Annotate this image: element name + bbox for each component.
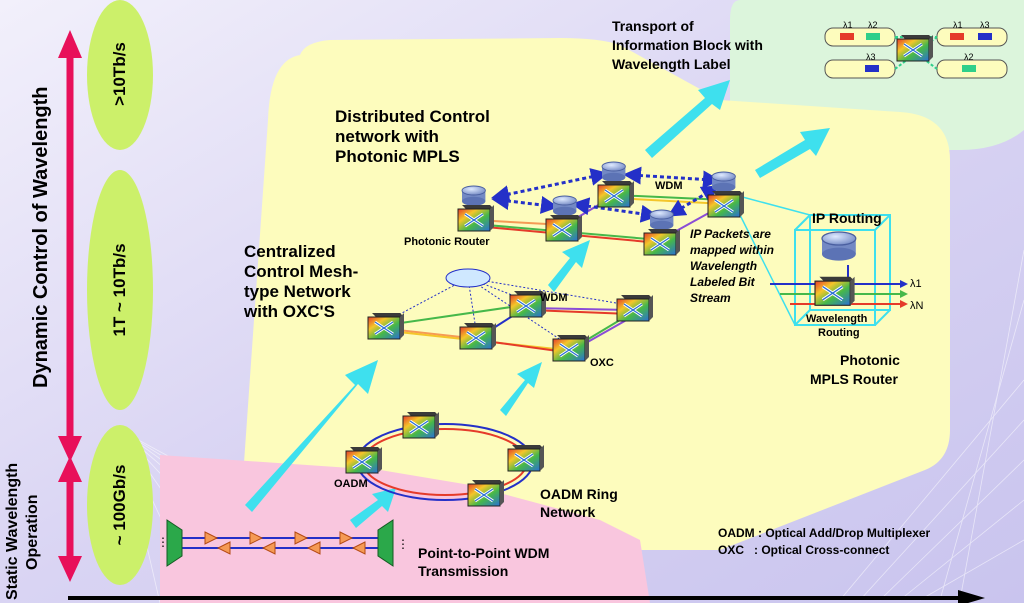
wdm-transmission-area	[160, 455, 650, 603]
p2p-wdm-link: ⋮ ⋮	[157, 519, 409, 567]
arrow-ring-to-mesh	[500, 362, 542, 416]
photonic-router-label: Photonic Router	[404, 236, 490, 248]
svg-text:⋮: ⋮	[157, 535, 169, 549]
static-operation-label-1: Static Wavelength	[4, 462, 21, 600]
static-operation-label-2: Operation	[24, 494, 41, 570]
transport-title-3: Wavelength Label	[612, 56, 731, 72]
ring-title-2: Network	[540, 504, 596, 520]
capacity-pill-top	[87, 0, 153, 150]
ip-routing-label: IP Routing	[812, 210, 882, 226]
ip-packets-line-2: mapped within	[690, 243, 774, 257]
transport-title-1: Transport of	[612, 18, 694, 34]
arrow-p2p-to-mesh	[245, 360, 378, 512]
photonic-mpls-router-label-1: Photonic	[840, 352, 900, 368]
legend-oadm: OADM : Optical Add/Drop Multiplexer	[718, 526, 931, 540]
dist-control-links	[491, 166, 721, 223]
transport-lambda-3a: λ3	[866, 52, 876, 62]
progression-arrows	[245, 80, 830, 528]
arrow-p2p-to-ring	[350, 488, 396, 528]
ring-title-1: OADM Ring	[540, 486, 618, 502]
lambda-n-label: λN	[910, 300, 924, 312]
lambda-output-lines	[770, 280, 908, 308]
p2p-title-1: Point-to-Point WDM	[418, 545, 550, 561]
dynamic-axis-arrow	[58, 30, 82, 462]
oadm-node-label: OADM	[334, 478, 368, 490]
photonic-mpls-router-label-2: MPLS Router	[810, 371, 898, 387]
transport-lambda-2a: λ2	[868, 20, 878, 30]
wavelength-routing-label-1: Wavelength	[806, 313, 868, 325]
capacity-middle-label: 1T ~ 10Tb/s	[110, 243, 129, 337]
central-controller	[445, 268, 491, 288]
svg-text:⋮: ⋮	[397, 537, 409, 551]
legend-oxc: OXC : Optical Cross-connect	[718, 543, 890, 557]
capacity-pill-middle	[87, 170, 153, 410]
grid-fan-right	[839, 249, 1024, 601]
transport-lambda-1a: λ1	[843, 20, 853, 30]
static-axis-arrow	[58, 456, 82, 582]
transport-title-2: Information Block with	[612, 37, 763, 53]
wdm-dist-label: WDM	[655, 180, 683, 192]
lambda-1-label: λ1	[910, 278, 922, 290]
ip-packets-line-1: IP Packets are	[690, 227, 771, 241]
capacity-top-label: >10Tb/s	[110, 42, 129, 106]
oxc-node-label: OXC	[590, 357, 614, 369]
dist-title-3: Photonic MPLS	[335, 147, 460, 166]
mesh-title-1: Centralized	[244, 242, 336, 261]
transport-lambda-1b: λ1	[953, 20, 963, 30]
arrow-mesh-to-dist	[548, 240, 590, 292]
ip-packets-line-3: Wavelength	[690, 259, 758, 273]
ip-packets-line-5: Stream	[690, 291, 731, 305]
dist-title-2: network with	[335, 127, 439, 146]
dist-title-1: Distributed Control	[335, 107, 490, 126]
wdm-mesh-label: WDM	[540, 292, 568, 304]
mesh-title-3: type Network	[244, 282, 351, 301]
ip-packets-line-4: Labeled Bit	[690, 275, 755, 289]
photonic-mpls-router-box	[734, 194, 891, 326]
arrow-dist-to-right	[755, 128, 830, 178]
capacity-bottom-label: ~ 100Gb/s	[110, 464, 129, 546]
mesh-title-4: with OXC'S	[244, 302, 335, 321]
time-axis-arrowhead	[958, 590, 985, 603]
mesh-title-2: Control Mesh-	[244, 262, 359, 281]
capacity-pill-bottom	[87, 425, 153, 585]
arrow-dist-to-transport	[645, 80, 730, 158]
dynamic-control-label: Dynamic Control of Wavelength	[30, 86, 52, 388]
transport-lambda-2b: λ2	[964, 52, 974, 62]
wavelength-routing-label-2: Routing	[818, 327, 860, 339]
p2p-title-2: Transmission	[418, 563, 509, 579]
transport-lambda-3b: λ3	[980, 20, 990, 30]
